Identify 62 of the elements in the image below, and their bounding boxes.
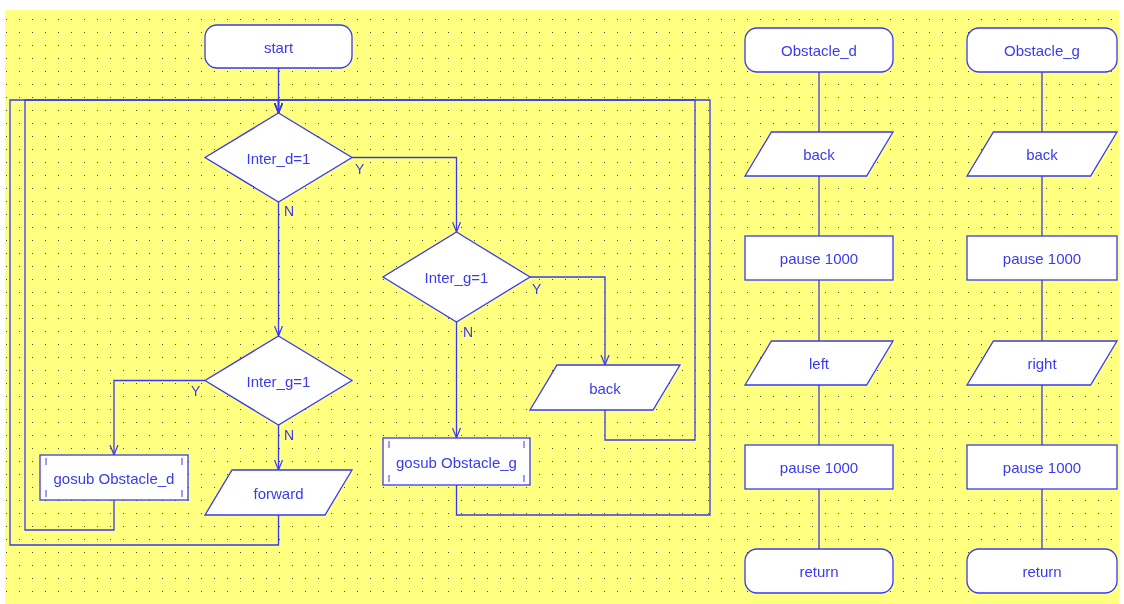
connector-line bbox=[1041, 384, 1043, 446]
flow-arrow bbox=[351, 156, 462, 233]
node-label: right bbox=[1026, 354, 1058, 372]
flow-arrow bbox=[273, 201, 284, 337]
io-parallelogram bbox=[530, 365, 680, 410]
node-label: Obstacle_g bbox=[1003, 41, 1081, 59]
branch-label: Y bbox=[531, 282, 543, 296]
branch-label: Y bbox=[190, 384, 202, 398]
node-label: Inter_g=1 bbox=[423, 268, 490, 286]
decision-diamond bbox=[205, 336, 352, 425]
io-parallelogram bbox=[205, 470, 352, 515]
io-parallelogram bbox=[967, 341, 1117, 385]
node-label: pause 1000 bbox=[778, 249, 860, 267]
process-box bbox=[967, 445, 1117, 489]
flow-arrow bbox=[273, 424, 284, 471]
node-label: back bbox=[588, 379, 622, 396]
branch-label: N bbox=[283, 204, 296, 218]
flow-arrow bbox=[109, 379, 206, 456]
node-label: return bbox=[1021, 562, 1063, 580]
decision-diamond bbox=[205, 113, 352, 202]
connector-line bbox=[1041, 175, 1043, 237]
node-label: pause 1000 bbox=[1001, 458, 1083, 476]
flow-arrow bbox=[451, 321, 462, 439]
subroutine-box bbox=[383, 438, 530, 485]
node-label: Obstacle_d bbox=[780, 41, 858, 59]
node-label: Inter_g=1 bbox=[245, 372, 312, 389]
branch-label: N bbox=[462, 325, 475, 339]
node-label: return bbox=[798, 562, 840, 580]
process-box bbox=[967, 236, 1117, 280]
io-parallelogram bbox=[745, 341, 893, 385]
io-parallelogram bbox=[967, 132, 1117, 176]
connector-line bbox=[818, 71, 820, 133]
branch-label: Y bbox=[354, 162, 366, 176]
connector-line bbox=[818, 175, 820, 237]
subroutine-box bbox=[40, 455, 188, 500]
node-label: gosub Obstacle_g bbox=[395, 453, 518, 470]
terminal-box bbox=[967, 549, 1117, 593]
terminal-box bbox=[745, 549, 893, 593]
node-label: back bbox=[802, 145, 836, 163]
io-parallelogram bbox=[745, 132, 893, 176]
flow-arrow bbox=[529, 276, 610, 366]
terminal-box bbox=[967, 28, 1117, 72]
node-label: Inter_d=1 bbox=[245, 149, 312, 166]
connector-line bbox=[818, 384, 820, 446]
node-label: back bbox=[1025, 145, 1059, 163]
connector-line bbox=[818, 488, 820, 550]
node-label: pause 1000 bbox=[778, 458, 860, 476]
terminal-box bbox=[745, 28, 893, 72]
decision-diamond bbox=[383, 232, 530, 322]
node-label: start bbox=[262, 38, 295, 55]
node-label: pause 1000 bbox=[1001, 249, 1083, 267]
connector-line bbox=[1041, 279, 1043, 342]
node-label: left bbox=[808, 354, 830, 372]
node-label: forward bbox=[252, 484, 305, 501]
connector-line bbox=[1041, 71, 1043, 133]
connector-line bbox=[818, 279, 820, 342]
branch-label: N bbox=[283, 428, 296, 442]
process-box bbox=[745, 445, 893, 489]
process-box bbox=[745, 236, 893, 280]
connector-line bbox=[1041, 488, 1043, 550]
node-label: gosub Obstacle_d bbox=[52, 469, 176, 486]
terminal-box bbox=[205, 25, 352, 68]
